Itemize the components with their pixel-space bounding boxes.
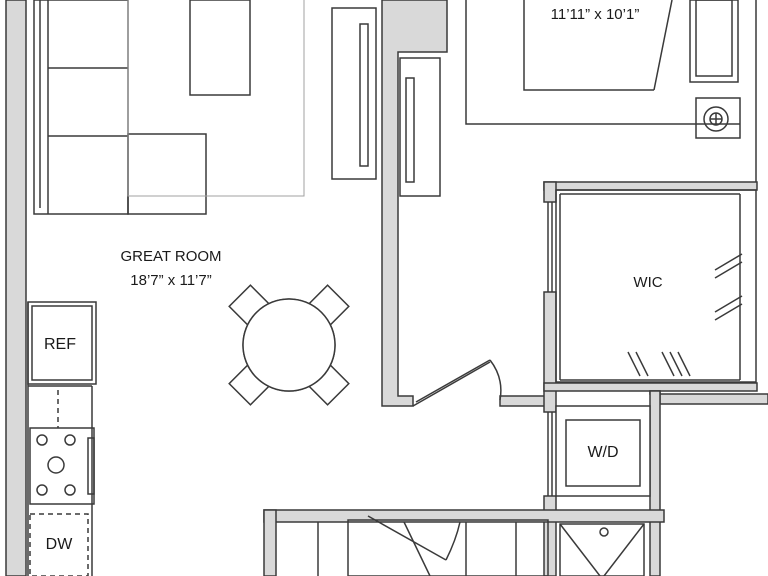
walk-in-closet: [547, 189, 757, 383]
interior-walls: [263, 0, 768, 576]
exterior-left-wall: [5, 0, 27, 576]
dishwasher-label: DW: [45, 536, 73, 553]
coffee-table: [189, 0, 251, 96]
hvac-unit: [695, 97, 741, 139]
refrigerator: [27, 301, 97, 385]
bed: [465, 0, 740, 125]
bedroom-dimensions: 11’11” x 10’1”: [550, 6, 640, 23]
bathroom: [317, 515, 549, 576]
dining-chairs: [228, 284, 350, 406]
sectional-sofa: [33, 0, 207, 215]
bedroom-door: [412, 359, 502, 407]
area-rug: [127, 0, 305, 197]
washer-dryer-label: W/D: [587, 444, 619, 461]
bedroom-closet: [399, 57, 441, 197]
great-room-dimensions: 18’7” x 11’7”: [130, 272, 212, 289]
great-room-label: GREAT ROOM: [120, 248, 222, 265]
media-console: [331, 7, 377, 180]
wic-label: WIC: [633, 274, 663, 291]
laundry-closet: [547, 405, 651, 497]
cooktop: [29, 427, 95, 505]
shower: [559, 523, 645, 576]
nightstand: [689, 0, 739, 83]
dishwasher: [29, 513, 89, 576]
refrigerator-label: REF: [44, 336, 76, 353]
